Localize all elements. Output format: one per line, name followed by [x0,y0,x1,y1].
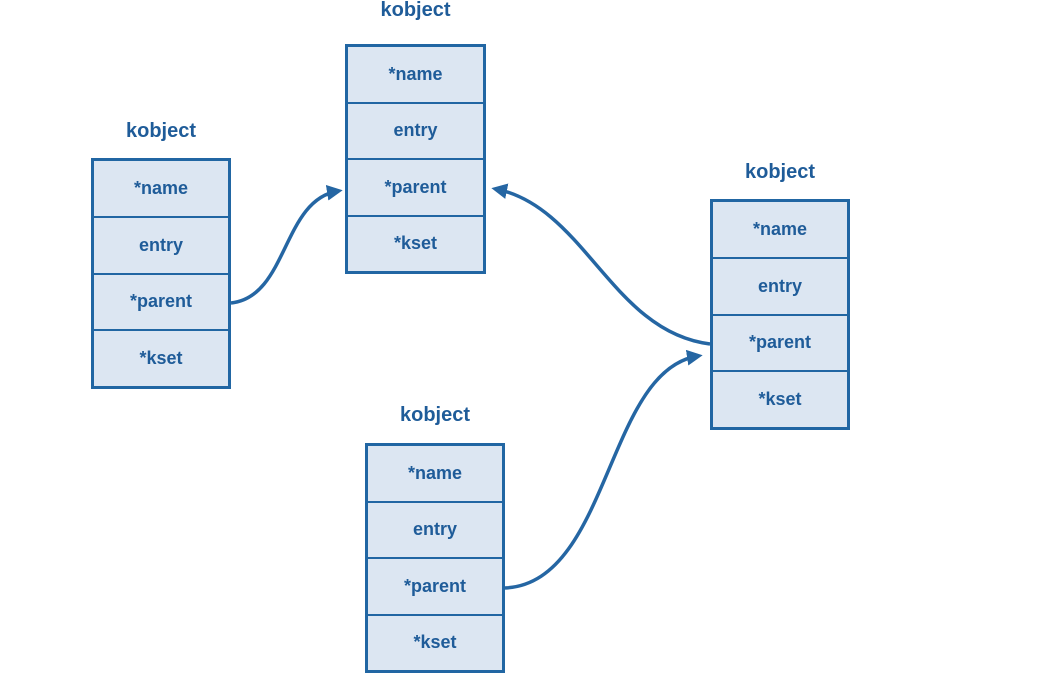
field-name: *name [752,218,808,239]
kobject-node-top-center: *name entry *parent *kset [345,44,486,274]
field-parent: *parent [368,557,502,614]
node-title-right: kobject [744,161,816,183]
field-entry: entry [348,101,483,159]
field-kset: *kset [713,370,847,427]
field-parent: *parent [348,158,483,215]
arrow-left-parent-to-top-parent [230,184,343,305]
field-entry: entry [713,256,847,314]
kobject-node-bottom-center: *name entry *parent *kset [365,443,505,673]
kobject-node-right: *name entry *parent *kset [710,199,850,430]
field-kset: *kset [348,214,483,272]
field-parent: *parent [94,272,228,330]
field-entry: entry [94,215,228,273]
node-title-bottom-center: kobject [399,404,471,426]
arrow-right-parent-to-top-parent [491,183,711,346]
field-entry: entry [368,500,502,558]
field-name: *name [388,63,443,84]
field-kset: *kset [368,613,502,671]
arrow-bottom-parent-to-right-parent [504,349,703,590]
field-name: *name [407,462,463,483]
node-title-top-center: kobject [380,0,451,21]
field-name: *name [133,177,189,198]
field-kset: *kset [94,329,228,386]
node-title-left: kobject [125,120,197,142]
field-parent: *parent [713,313,847,371]
kobject-node-left: *name entry *parent *kset [91,158,231,389]
